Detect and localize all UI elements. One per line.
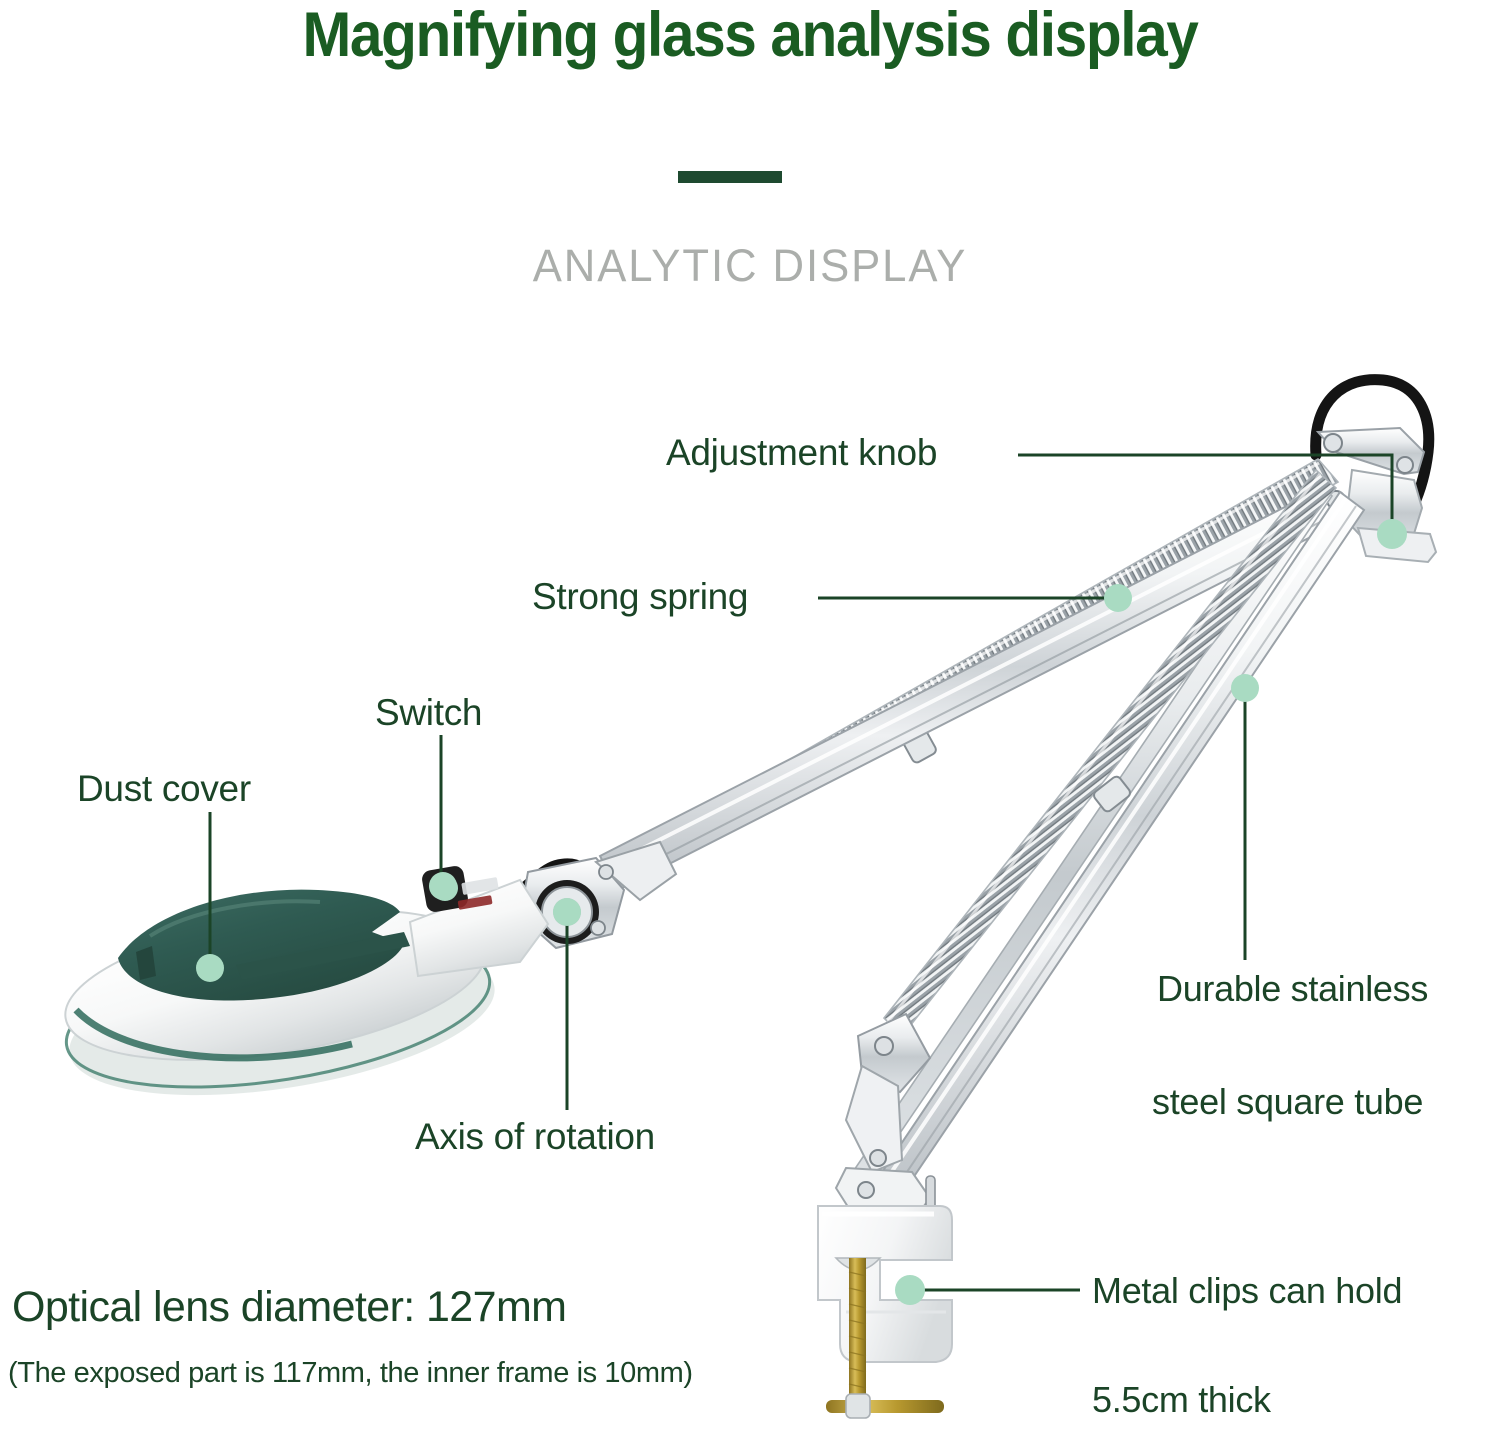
callout-label-durable-stainless: Durable stainless xyxy=(1157,968,1429,1009)
dot-axis-of-rotation xyxy=(553,898,581,926)
spec-lens-note: (The exposed part is 117mm, the inner fr… xyxy=(8,1357,693,1389)
spec-lens-diameter: Optical lens diameter: 127mm xyxy=(12,1283,567,1331)
clamp-screw-handle xyxy=(826,1393,944,1419)
dot-metal-clips xyxy=(895,1275,925,1305)
callout-label-switch: Switch xyxy=(375,692,483,733)
desk-clamp xyxy=(817,1205,953,1419)
title-divider xyxy=(678,171,782,183)
lower-elbow-joint xyxy=(844,1012,932,1174)
lamp-head xyxy=(64,866,550,1096)
dot-durable-steel xyxy=(1231,674,1259,702)
dot-adjustment-knob xyxy=(1377,519,1407,549)
page-title: Magnifying glass analysis display xyxy=(302,0,1198,70)
head-cable xyxy=(483,858,602,936)
upper-spring xyxy=(776,457,1340,792)
power-cable xyxy=(1310,374,1435,536)
base-pivot xyxy=(834,1166,936,1221)
page-subtitle: ANALYTIC DISPLAY xyxy=(532,240,968,291)
callout-label-dust-cover: Dust cover xyxy=(77,768,251,809)
mount-bracket xyxy=(1315,426,1438,564)
dot-dust-cover xyxy=(196,954,224,982)
switch-knob xyxy=(422,866,468,912)
callout-label-axis-of-rotation: Axis of rotation xyxy=(415,1116,655,1157)
callout-label-steel-square-tube: steel square tube xyxy=(1152,1081,1424,1122)
lower-spring xyxy=(882,468,1338,1038)
dot-strong-spring xyxy=(1104,584,1132,612)
housing-markings xyxy=(457,877,499,910)
callout-label-adjustment-knob: Adjustment knob xyxy=(666,432,938,473)
rotation-joint xyxy=(518,840,678,950)
leader-adjustment-knob xyxy=(1018,453,1394,528)
upper-arm xyxy=(598,482,1354,892)
callout-label-strong-spring: Strong spring xyxy=(532,576,749,617)
callout-label-clip-thickness: 5.5cm thick xyxy=(1092,1379,1271,1420)
dot-switch xyxy=(429,872,457,900)
callout-label-metal-clips: Metal clips can hold xyxy=(1092,1270,1403,1311)
callout-dots xyxy=(196,519,1407,1305)
